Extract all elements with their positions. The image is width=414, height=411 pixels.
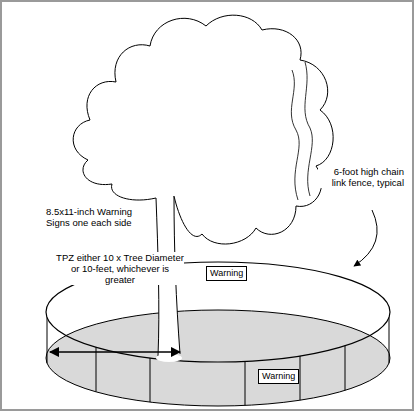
annotation-label: TPZ either 10 x Tree Diameter or 10-feet… [56,252,184,285]
branch-line [305,62,312,196]
fence-post [300,356,301,400]
sign-text: Warning [262,371,295,382]
trunk-base [156,354,182,362]
annotation-label: 8.5x11-inch Warning Signs one each side [46,206,154,228]
fence-post [345,346,346,391]
warning-sign: Warning [206,266,247,281]
warning-sign: Warning [258,369,299,384]
fence-posts [47,317,389,405]
fence-post [47,317,48,363]
fence-post [389,317,390,363]
ground-ellipse [46,310,390,406]
annotation-label: 6-foot high chain link fence, typical [318,166,404,188]
leader-arrow [354,210,377,266]
fence-post [96,347,97,392]
fence-post [245,361,246,405]
branch-line [291,70,299,200]
fence-post [150,358,151,402]
dimension-arrow [50,351,180,353]
sign-text: Warning [210,268,243,279]
